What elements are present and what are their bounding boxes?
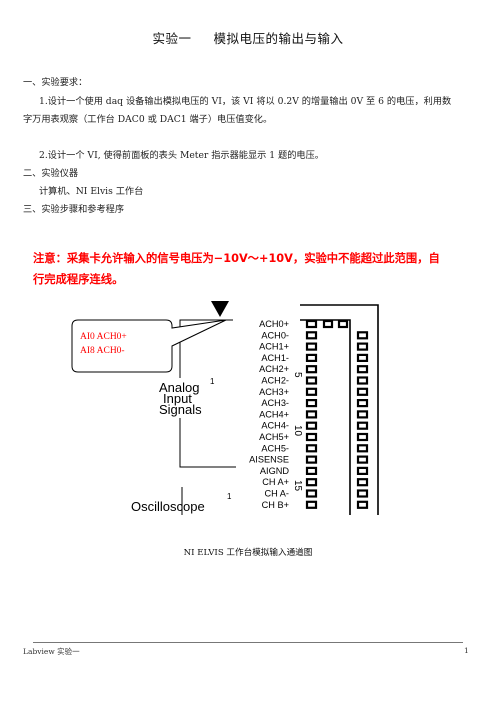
- pin-box: [356, 444, 369, 453]
- pin-label: AIGND: [260, 466, 289, 476]
- pin-box: [356, 421, 369, 430]
- pin-box: [305, 478, 318, 487]
- pin-box: [305, 342, 318, 351]
- oscilloscope-label: Oscilloscope: [131, 499, 205, 514]
- footer-divider: [33, 642, 463, 643]
- pin-label: ACH1+: [259, 342, 289, 352]
- section-2-body: 计算机、NI Elvis 工作台: [39, 186, 144, 197]
- pin-box: [305, 466, 318, 475]
- section-2-heading: 二、实验仪器: [23, 168, 79, 179]
- pin-label: ACH5+: [259, 432, 289, 442]
- analog-label-1: Analog: [159, 380, 199, 395]
- callout-line-2: AI8 ACH0-: [80, 346, 125, 356]
- pin-box: [305, 489, 318, 498]
- pin-box: [356, 432, 369, 442]
- pin-label: ACH3-: [261, 398, 289, 408]
- figure-caption: NI ELVIS 工作台模拟输入通道图: [183, 548, 313, 558]
- requirement-1-line-2: 字万用表观察（工作台 DAC0 或 DAC1 端子）电压值变化。: [23, 114, 273, 125]
- title-left: 实验一: [152, 31, 192, 46]
- pin-box: [305, 455, 318, 464]
- pin-box: [356, 342, 369, 351]
- pin-box: [305, 399, 318, 408]
- pin-box: [356, 365, 369, 374]
- pin-label: AISENSE: [249, 455, 289, 465]
- warning-line-2: 行完成程序连线。: [33, 273, 124, 286]
- pin-box: [305, 331, 318, 340]
- bracket-lines: [179, 319, 236, 515]
- callout-bubble: [71, 319, 227, 373]
- pin-box: [305, 387, 318, 396]
- requirement-2: 2.设计一个 VI, 使得前面板的表头 Meter 指示器能显示 1 题的电压。: [39, 150, 324, 161]
- analog-label-2: Input: [163, 391, 192, 406]
- pin-label: ACH2-: [261, 376, 289, 386]
- pin-box: [305, 432, 318, 442]
- pin-label: CH B+: [262, 500, 289, 510]
- callout-line-1: AI0 ACH0+: [80, 332, 127, 342]
- pin-box: [305, 500, 318, 509]
- top-pin-row: [322, 319, 349, 329]
- pin-label: CH A-: [264, 489, 289, 499]
- pin-label: ACH2+: [259, 364, 289, 374]
- pin-box: [356, 353, 369, 362]
- pin-label: ACH1-: [261, 353, 289, 363]
- pin-box: [356, 399, 369, 408]
- warning-line-1: 注意：采集卡允许输入的信号电压为−10V～+10V，实验中不能超过此范围，自: [33, 252, 440, 265]
- analog-number: 1: [210, 377, 215, 386]
- pin-box: [356, 455, 369, 464]
- row-number-10: 10: [292, 425, 303, 437]
- pin-box: [356, 500, 369, 509]
- pin-box: [356, 376, 369, 385]
- pin-box: [356, 410, 369, 419]
- section-3-heading: 三、实验步骤和参考程序: [23, 204, 125, 215]
- pin-label: ACH3+: [259, 387, 289, 397]
- pin-box: [305, 365, 318, 374]
- pin-box: [356, 489, 369, 498]
- pin-box: [305, 353, 318, 362]
- pin-box: [356, 478, 369, 487]
- row-number-15: 15: [292, 480, 303, 492]
- pin-label: ACH4+: [259, 409, 289, 419]
- pin-box: [356, 331, 369, 340]
- pin-box: [305, 376, 318, 385]
- page-title: 实验一 模拟电压的输出与输入: [0, 28, 496, 47]
- footer-left: Labview 实验一: [23, 647, 80, 656]
- pin-box: [305, 421, 318, 430]
- analog-label-3: Signals: [159, 402, 202, 417]
- oscilloscope-number: 1: [227, 492, 232, 501]
- footer-page-number: 1: [464, 646, 469, 655]
- pin-box: [356, 466, 369, 475]
- pin-label: ACH4-: [261, 421, 289, 431]
- pin-box: [305, 319, 318, 329]
- pin-box: [305, 444, 318, 453]
- pin-box: [305, 410, 318, 419]
- connector-triangle-icon: [211, 301, 229, 317]
- requirement-1-line-1: 1.设计一个使用 daq 设备输出模拟电压的 VI，该 VI 将以 0.2V 的…: [39, 96, 452, 107]
- title-right: 模拟电压的输出与输入: [213, 31, 344, 46]
- pin-label: ACH0+: [259, 319, 289, 329]
- section-1-heading: 一、实验要求：: [23, 77, 88, 88]
- pin-label: ACH5-: [261, 443, 289, 453]
- pin-label: CH A+: [262, 477, 289, 487]
- row-number-5: 5: [292, 372, 303, 378]
- pin-label: ACH0-: [261, 330, 289, 340]
- pin-box: [356, 387, 369, 396]
